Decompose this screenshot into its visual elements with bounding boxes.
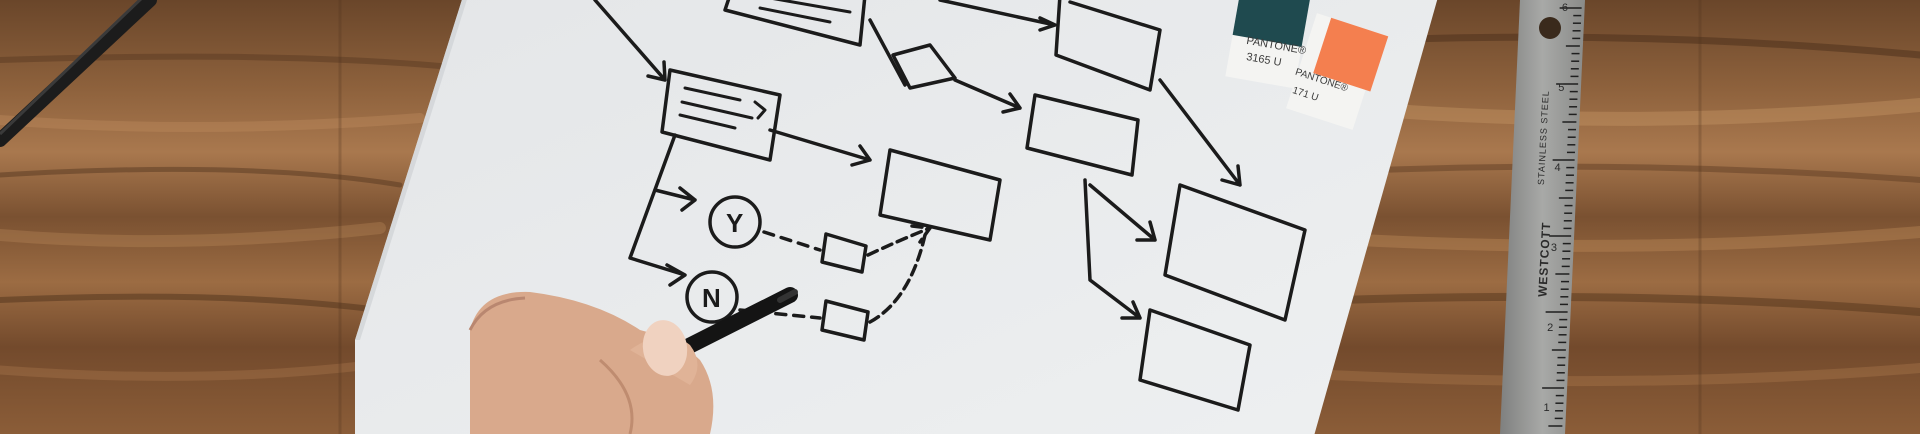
flow-small-box-1	[820, 232, 868, 274]
flow-box-right-lower	[1138, 308, 1252, 412]
pencil	[0, 0, 157, 147]
thumb-nail	[642, 320, 688, 376]
hand	[470, 291, 714, 434]
flow-small-box-2	[820, 299, 870, 342]
hand-with-marker	[468, 287, 798, 434]
flowchart-drawing	[593, 0, 1307, 412]
flow-card-box	[660, 68, 782, 162]
flow-box-right-large	[1163, 183, 1307, 322]
pantone-swatch-3165	[1225, 0, 1312, 89]
decision-yes-circle	[708, 195, 762, 249]
pantone-swatch-171	[1286, 13, 1389, 130]
flow-box-top-left	[723, 0, 867, 47]
flow-box-right-upper	[1025, 93, 1140, 177]
flow-box-mid	[878, 148, 1002, 242]
decision-no-circle	[685, 270, 739, 324]
steel-ruler	[1500, 0, 1585, 434]
flow-box-top-right	[1054, 0, 1162, 92]
flow-decision-diamond	[891, 43, 957, 90]
